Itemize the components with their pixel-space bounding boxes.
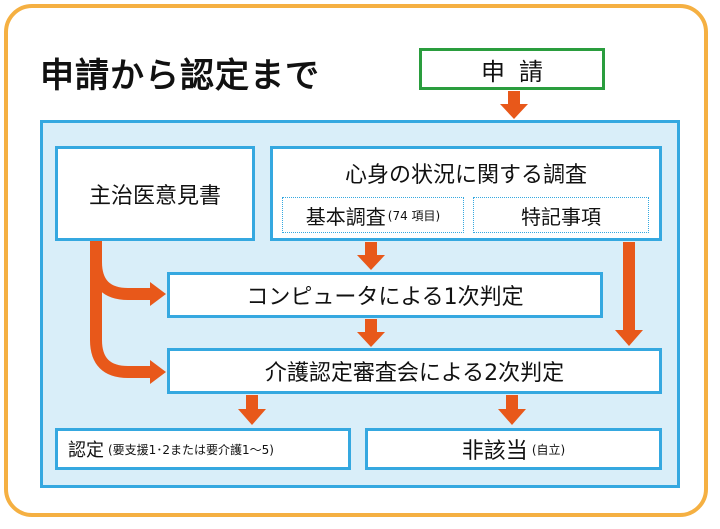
special-notes-box: 特記事項 [473, 197, 649, 233]
doctor-opinion-label: 主治医意見書 [88, 183, 221, 209]
not-applicable-note: (自立) [531, 442, 566, 457]
not-applicable-label: 非該当 [461, 439, 528, 464]
page-title: 申請から認定まで [40, 56, 320, 96]
survey-box: 心身の状況に関する調査 基本調査 (74 項目) 特記事項 [270, 146, 662, 241]
second-judgment-label: 介護認定審査会による2次判定 [264, 361, 565, 386]
basic-survey-box: 基本調査 (74 項目) [282, 197, 464, 233]
certified-note: (要支援1･2または要介護1～5) [108, 442, 274, 457]
basic-survey-note: (74 項目) [387, 208, 441, 223]
not-applicable-result-box: 非該当 (自立) [365, 428, 662, 470]
certified-result-box: 認定 (要支援1･2または要介護1～5) [55, 428, 351, 470]
certified-label: 認定 [68, 440, 104, 461]
first-judgment-label: コンピュータによる1次判定 [246, 285, 524, 310]
first-judgment-box: コンピュータによる1次判定 [167, 272, 603, 318]
basic-survey-label: 基本調査 [305, 204, 386, 229]
special-notes-label: 特記事項 [521, 204, 601, 229]
survey-title: 心身の状況に関する調査 [344, 163, 587, 188]
second-judgment-box: 介護認定審査会による2次判定 [167, 348, 662, 394]
apply-box: 申請 [419, 48, 605, 90]
doctor-opinion-box: 主治医意見書 [55, 146, 255, 241]
